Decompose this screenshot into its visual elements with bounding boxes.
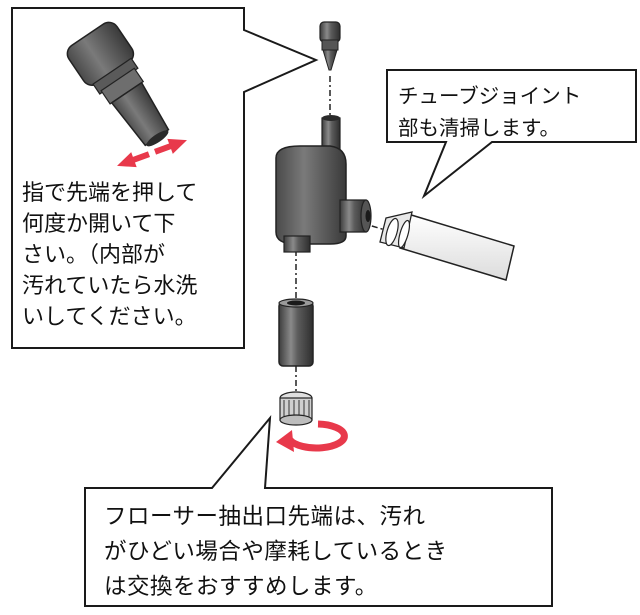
instruction-line: は交換をおすすめします。 (104, 574, 378, 600)
instruction-line: 汚れていたら水洗 (22, 274, 198, 299)
instruction-line: 指で先端を押して (22, 181, 198, 206)
tube-joint-callout-box (386, 69, 637, 200)
tube-joint-instructions: チューブジョイント 部も清掃します。 (398, 80, 581, 144)
floater-cap (279, 391, 313, 426)
nozzle-tip-instructions: 指で先端を押して 何度か開いて下 さい。（内部が 汚れていたら水洗 いしてくださ… (22, 178, 197, 333)
rotate-arrow-icon (276, 420, 348, 452)
nozzle-pin (319, 21, 341, 71)
tube-with-joint (379, 211, 515, 281)
instruction-line: さい。（内部が (22, 243, 166, 268)
pinch-arrows (117, 138, 187, 168)
floater-callout-box (84, 414, 553, 607)
instruction-line: いしてください。 (22, 305, 197, 330)
instruction-line: 何度か開いて下 (22, 212, 176, 237)
instruction-line: がひどい場合や摩耗しているとき (104, 539, 448, 565)
t-joint-body (275, 115, 372, 253)
instruction-line: 部も清掃します。 (398, 116, 560, 140)
nozzle-callout-box (11, 7, 319, 349)
instruction-line: チューブジョイント (398, 84, 582, 108)
floater-tip-instructions: フローサー抽出口先端は、汚れ がひどい場合や摩耗しているとき は交換をおすすめし… (104, 500, 448, 605)
instruction-line: フローサー抽出口先端は、汚れ (104, 504, 426, 530)
floater-sleeve (278, 298, 314, 367)
nozzle-tip-closeup (66, 21, 170, 147)
